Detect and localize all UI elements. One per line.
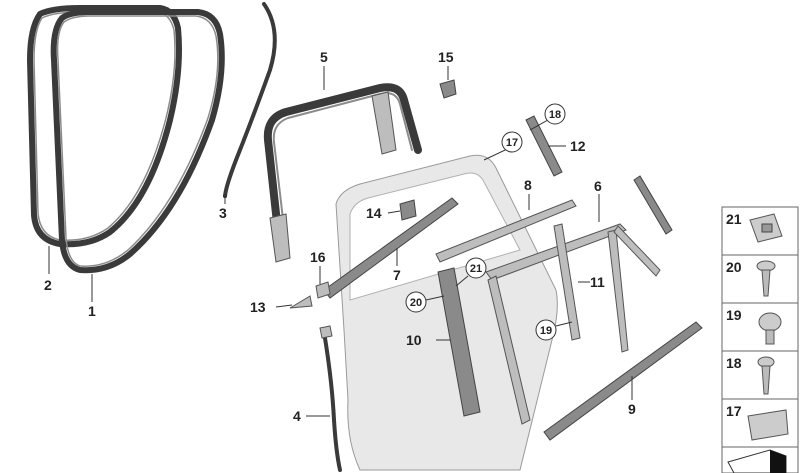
label-8: 8 — [524, 177, 532, 193]
svg-text:20: 20 — [410, 297, 422, 309]
svg-text:19: 19 — [726, 307, 742, 323]
svg-text:18: 18 — [549, 109, 561, 121]
part-5-window-frame-seal[interactable] — [263, 83, 422, 263]
part-6-trim-end[interactable] — [633, 175, 673, 235]
fastener-19-box[interactable]: 19 — [721, 302, 799, 352]
part-10-pillar-trim[interactable] — [437, 267, 481, 417]
part-11-channel[interactable] — [553, 223, 581, 341]
label-6: 6 — [594, 178, 602, 194]
label-16: 16 — [310, 249, 326, 265]
part-6-window-channel[interactable] — [485, 223, 661, 425]
partial-box — [721, 446, 799, 473]
svg-text:19: 19 — [540, 325, 552, 337]
part-16-clip[interactable] — [315, 281, 331, 299]
part-1-door-seal[interactable] — [50, 9, 225, 274]
part-8-trim-strip[interactable] — [435, 199, 577, 263]
label-2: 2 — [44, 277, 52, 293]
fastener-18-box[interactable]: 18 — [721, 350, 799, 400]
svg-text:21: 21 — [470, 263, 482, 275]
callout-21: 21 — [465, 257, 487, 279]
label-13: 13 — [250, 299, 266, 315]
label-12: 12 — [570, 138, 586, 154]
circled-callouts: 17 18 19 20 21 — [405, 103, 566, 341]
screw-shank-icon — [761, 269, 771, 297]
label-9: 9 — [628, 401, 636, 417]
callout-18: 18 — [544, 103, 566, 125]
part-numbers: 1 2 3 4 5 6 7 8 9 10 11 12 13 14 15 16 — [44, 49, 636, 424]
callout-17: 17 — [501, 131, 523, 153]
fastener-17-box[interactable]: 17 — [721, 398, 799, 448]
fastener-21-box[interactable]: 21 — [721, 206, 799, 256]
part-7-belt-strip[interactable] — [323, 197, 459, 299]
callout-20: 20 — [405, 291, 427, 313]
part-3-seal-strip[interactable] — [223, 2, 277, 198]
callout-19: 19 — [535, 319, 557, 341]
label-3: 3 — [219, 205, 227, 221]
svg-text:17: 17 — [726, 403, 742, 419]
part-14-clip[interactable] — [399, 199, 417, 221]
label-7: 7 — [393, 267, 401, 283]
label-14: 14 — [366, 205, 382, 221]
clip-bracket-icon — [747, 409, 789, 441]
label-1: 1 — [88, 303, 96, 319]
screw-shank-icon — [761, 365, 771, 395]
label-15: 15 — [438, 49, 454, 65]
label-4: 4 — [293, 408, 301, 424]
part-9-sill-strip[interactable] — [543, 321, 703, 441]
label-11: 11 — [590, 274, 605, 290]
svg-text:21: 21 — [726, 211, 742, 227]
part-4-lower-seal[interactable] — [319, 325, 342, 472]
label-10: 10 — [406, 332, 422, 348]
part-13-corner-piece[interactable] — [289, 295, 313, 309]
part-15-clip[interactable] — [439, 79, 457, 99]
svg-text:17: 17 — [506, 137, 518, 149]
part-12-trim[interactable] — [525, 115, 563, 177]
fastener-panel: 21 20 19 18 17 — [721, 206, 799, 473]
fastener-20-box[interactable]: 20 — [721, 254, 799, 304]
svg-text:18: 18 — [726, 355, 742, 371]
bolt-head-icon — [758, 312, 782, 332]
svg-text:20: 20 — [726, 259, 742, 275]
label-5: 5 — [320, 49, 328, 65]
